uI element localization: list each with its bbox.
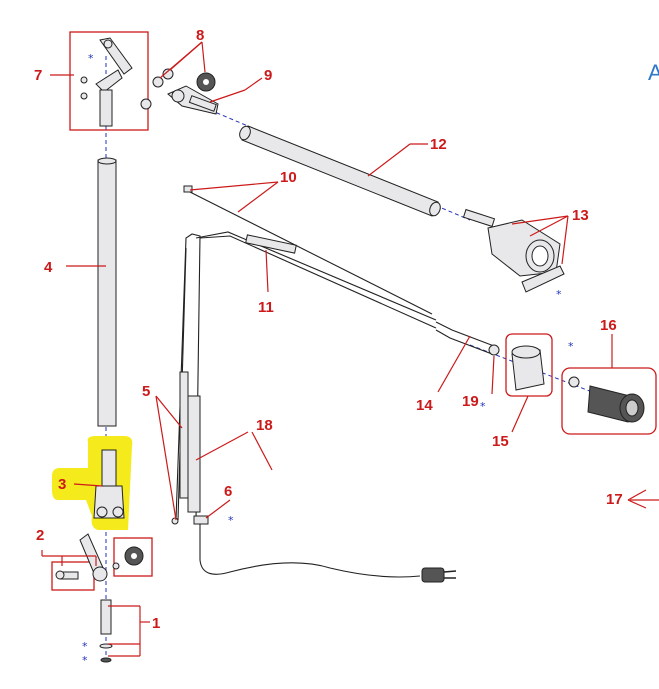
part-6-cable-clip [193,515,209,525]
part-16-box [561,367,657,435]
callout-10: 10 [280,169,297,186]
callout-19: 19 [462,393,479,410]
part-4-main-column [97,157,117,427]
part-9-upper-joint [140,85,219,115]
star-marker: * [568,340,574,353]
part-2-box-right [113,537,153,577]
edge-letter: A [648,60,659,85]
callout-17: 17 [606,491,623,508]
callout-3: 3 [58,476,66,493]
callout-4: 4 [44,259,53,276]
part-7-top-hinge [80,37,133,127]
callout-7: 7 [34,67,42,84]
star-marker: * [88,52,94,65]
part-13-head-bracket [462,208,565,293]
callout-1: 1 [152,615,160,632]
star-marker: * [480,400,486,413]
star-marker: * [82,654,88,667]
power-cable [199,524,421,578]
part-14-head-tube [435,321,500,356]
part-1-bottom-pin [99,599,113,663]
callout-13: 13 [572,207,589,224]
part-10-long-rod [183,185,433,315]
callout-16: 16 [600,317,617,334]
part-5-rod [171,247,189,525]
callout-6: 6 [224,483,232,500]
part-15-box [505,333,553,397]
callout-12: 12 [430,136,447,153]
callout-5: 5 [142,383,150,400]
power-plug [421,567,457,583]
part-8-knobs [152,68,216,92]
callout-15: 15 [492,433,509,450]
callout-11: 11 [258,299,274,316]
callout-9: 9 [264,67,272,84]
part-18-sleeve [187,395,201,513]
part-15-shade-ring [511,345,545,391]
star-marker: * [228,514,234,527]
part-16-socket [568,376,645,423]
leader-lines [41,41,659,657]
part-2-base-joint [55,533,144,582]
callout-8: 8 [196,27,204,44]
part-12-upper-arm-tube [239,125,441,217]
callout-14: 14 [416,397,433,414]
star-marker: * [82,640,88,653]
part-11-spring [245,234,297,254]
part-3-joint [93,449,125,519]
callout-18: 18 [256,417,273,434]
lower-arm-frame [175,231,437,521]
part-7-box [69,31,149,131]
callout-2: 2 [36,527,44,544]
star-marker: * [556,288,562,301]
part-19-nut [488,344,500,356]
